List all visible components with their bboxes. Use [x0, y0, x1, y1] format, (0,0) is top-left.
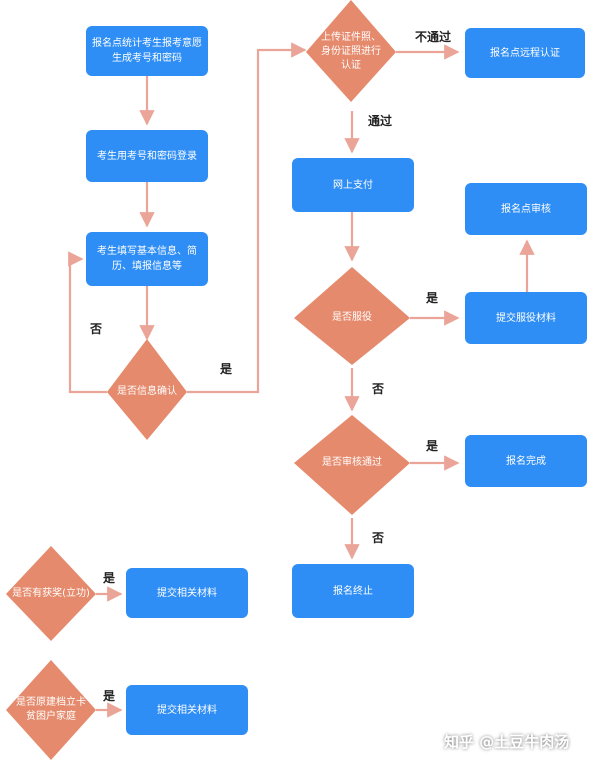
node-stat: 报名点统计考生报考意愿生成考号和密码 [86, 26, 208, 76]
label-confirm-no: 否 [90, 322, 103, 336]
diamond-award-text: 是否有获奖(立功) [12, 588, 90, 599]
node-submit-1: 提交相关材料 [126, 568, 248, 618]
watermark-text: 知乎 @土豆牛肉汤 [444, 733, 570, 751]
diamond-pass [294, 415, 410, 515]
diamond-award [6, 546, 96, 641]
node-remote: 报名点远程认证 [465, 28, 585, 78]
node-pay: 网上支付 [292, 158, 414, 212]
arrow-confirm-no-loop [68, 251, 107, 394]
diamond-upload-text: 上传证件照、身份证照进行认证 [321, 32, 381, 71]
label-confirm-yes: 是 [220, 362, 233, 376]
label-enlist-yes: 是 [426, 291, 439, 305]
diamond-upload [306, 0, 396, 102]
label-pass-no: 否 [372, 531, 385, 545]
diamond-confirm [107, 339, 187, 440]
node-submit-2: 提交相关材料 [126, 685, 248, 735]
diamond-enlist [294, 267, 410, 365]
diamond-poverty [6, 660, 96, 760]
label-enlist-no: 否 [372, 382, 385, 396]
arrow-confirm-yes-to-upload [187, 42, 307, 394]
node-terminate: 报名终止 [292, 564, 414, 618]
label-pass-yes: 是 [426, 439, 439, 453]
label-award-yes: 是 [103, 571, 116, 585]
diamond-confirm-text: 是否信息确认 [117, 386, 177, 397]
label-upload-pass: 通过 [368, 114, 393, 128]
diamond-pass-text: 是否审核通过 [322, 457, 382, 468]
label-poverty-yes: 是 [103, 689, 116, 703]
node-login: 考生用考号和密码登录 [86, 130, 208, 182]
diamond-enlist-text: 是否服役 [332, 312, 372, 323]
decision-diamonds [6, 0, 410, 760]
node-fill: 考生填写基本信息、简历、填报信息等 [86, 232, 208, 286]
label-upload-fail: 不通过 [415, 30, 452, 44]
node-review: 报名点审核 [465, 183, 587, 235]
node-submit-service: 提交服役材料 [465, 292, 587, 344]
connector-lines [68, 42, 535, 718]
node-complete: 报名完成 [465, 435, 587, 487]
diamond-poverty-text: 是否原建档立卡贫困户家庭 [16, 697, 86, 722]
